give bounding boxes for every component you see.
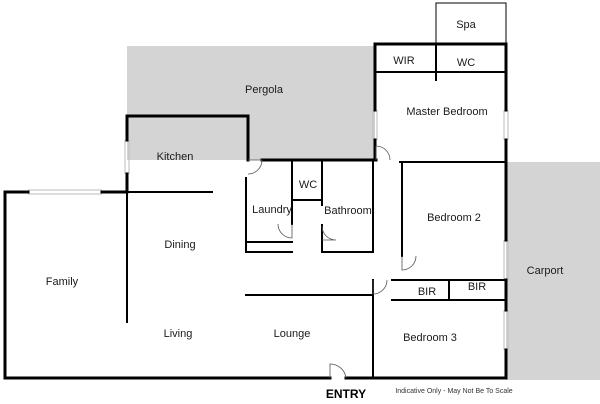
label-wc: WC: [299, 179, 317, 191]
doors: [247, 145, 417, 379]
label-bir-right: BIR: [468, 281, 486, 293]
inner-walls: [126, 43, 507, 379]
label-master-bedroom: Master Bedroom: [406, 106, 487, 118]
label-family: Family: [46, 276, 79, 288]
pergola-area: [127, 46, 375, 160]
room-labels: Spa WIR WC Pergola Master Bedroom Kitche…: [46, 19, 564, 344]
label-bathroom: Bathroom: [324, 205, 372, 217]
label-carport: Carport: [527, 265, 564, 277]
carport-area: [506, 162, 600, 380]
disclaimer: Indicative Only - May Not Be To Scale: [395, 388, 512, 395]
label-lounge: Lounge: [274, 328, 311, 340]
label-dining: Dining: [164, 239, 195, 251]
entry-label: ENTRY: [326, 387, 366, 401]
windows: [28, 110, 509, 350]
label-kitchen: Kitchen: [157, 151, 194, 163]
label-wc-master: WC: [457, 57, 475, 69]
label-bir-left: BIR: [418, 286, 436, 298]
label-wir: WIR: [393, 55, 414, 67]
label-living: Living: [164, 328, 193, 340]
label-bedroom-3: Bedroom 3: [403, 332, 457, 344]
label-laundry: Laundry: [252, 204, 292, 216]
label-spa: Spa: [456, 19, 476, 31]
label-pergola: Pergola: [245, 84, 284, 96]
label-bedroom-2: Bedroom 2: [427, 212, 481, 224]
